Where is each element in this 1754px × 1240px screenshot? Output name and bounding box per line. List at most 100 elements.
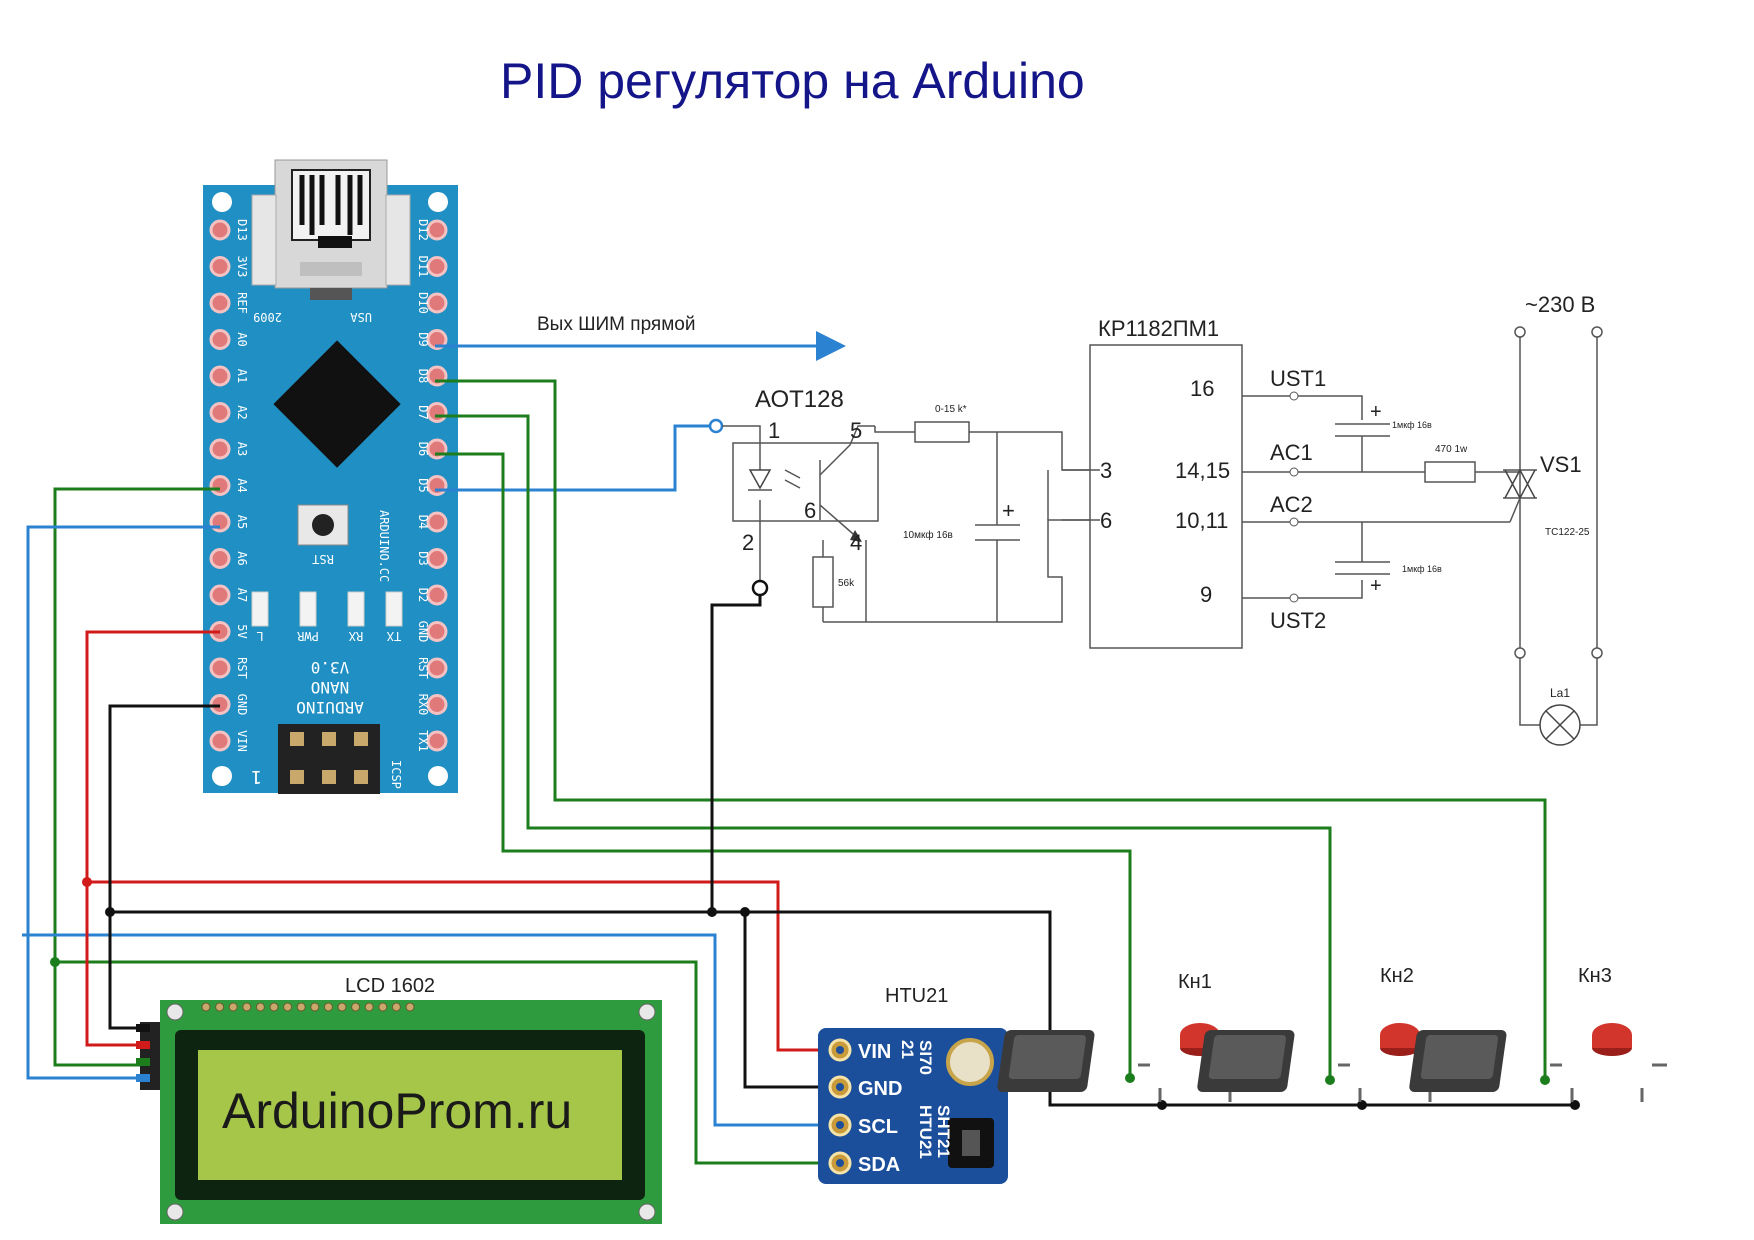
nano-pin-right-rx0 [426,694,448,715]
button-kn1[interactable]: Кн1 [997,971,1255,1102]
nano-pin-label-left-a2: A2 [235,405,249,419]
led-rx [347,591,365,627]
nano-pin-label-right-gnd: GND [416,621,430,643]
nano-pin-label-left-a1: A1 [235,369,249,383]
wire-d7-kn2 [435,414,1332,1080]
lcd-header-pin [283,1002,293,1012]
lamp-label: La1 [1550,686,1570,700]
nano-pin-label-right-d3: D3 [416,551,430,565]
nano-pin-headers: D133V3REFA0A1A2A3A4A5A6A75VRSTGNDVIND12D… [209,219,448,752]
diagram-title: PID регулятор на Arduino [500,53,1085,109]
nano-pin-label-left-a4: A4 [235,478,249,492]
nano-pin-label-right-rst: RST [416,657,430,679]
led-l [251,591,269,627]
cap-10u-label: 10мкф 16в [903,529,953,541]
nano-pin-label-left-d13: D13 [235,219,249,241]
htu21-sensor: HTU21 VIN GND SCL SDA SI70 21 SHT21 HTU2… [818,985,1008,1184]
cap-1u-bot-plus: + [1370,575,1382,597]
led-label-rx: RX [348,629,363,643]
wire-a5-sensor-scl [22,933,833,1127]
lcd-header-pin [364,1002,374,1012]
sensor-label: HTU21 [885,985,948,1007]
wire-gnd-lcd [108,704,220,1030]
nano-pin-left-vin [209,730,231,752]
nano-pin-label-left-a5: A5 [235,515,249,529]
nano-pin-label-right-d8: D8 [416,369,430,383]
lamp-la1 [1539,704,1581,746]
junction-gnd-1 [105,907,115,917]
driver-ic-label: КР1182ПМ1 [1098,316,1219,341]
wire-a5-lcd-scl [26,525,220,1080]
junction-gnd-kn1 [1157,1100,1167,1110]
resistor-470-label: 470 1w [1435,444,1468,455]
nano-pin-left-ref [209,292,231,314]
nano-pin-left-a4 [209,475,231,496]
nano-pin-right-d3 [426,548,448,569]
nano-pin-left-a2 [209,402,231,423]
nano-pin-label-right-rx0: RX0 [416,694,430,716]
nano-pin-label-left-5v: 5V [235,624,249,638]
kn1-pin-dot [1125,1073,1135,1083]
cap-10u-plus: + [1002,498,1015,523]
wire-a4-sensor-sda [55,960,833,1165]
lcd-header-pin [337,1002,347,1012]
reset-button[interactable] [297,504,349,546]
junction-gnd-kn3 [1570,1100,1580,1110]
cap-1u-top-label: 1мкф 16в [1392,420,1432,430]
nano-pin-left-3v3 [209,256,231,277]
opto-pin-6: 6 [804,498,816,523]
arduino-nano-board: 2009 USA RST L PWR RX TX ARDUINO.CC V3.0… [203,159,458,794]
wire-gnd-buttons [110,910,1575,1107]
lcd-header-pin [242,1002,252,1012]
nano-pin-left-a1 [209,365,231,387]
nano-pin-right-gnd [426,621,448,642]
button-kn2-label: Кн2 [1380,965,1414,987]
ic-pin-6: 6 [1100,508,1112,533]
resistor-0-15k [914,421,970,443]
lcd-header-pin [201,1002,211,1012]
ic-ac2: AC2 [1270,492,1313,517]
nano-pin-label-left-a6: A6 [235,551,249,565]
ic-pin-3: 3 [1100,458,1112,483]
nano-pin-label-right-d11: D11 [416,256,430,278]
ic-pin-10-11: 10,11 [1175,508,1228,533]
nano-pin-label-right-d2: D2 [416,588,430,602]
lcd-header-pin [391,1002,401,1012]
resistor-56k [812,556,834,608]
nano-pin-left-a6 [209,548,231,569]
lcd-header-pin [310,1002,320,1012]
junction-gnd-3 [740,907,750,917]
junction-sda [50,957,60,967]
led-label-pwr: PWR [296,629,318,643]
lcd-label: LCD 1602 [345,975,435,997]
button-kn2[interactable]: Кн2 [1197,965,1455,1102]
junction-5v [82,877,92,887]
led-tx [385,591,403,627]
mains-label: ~230 В [1525,292,1595,317]
button-kn3[interactable]: Кн3 [1409,965,1667,1102]
cap-1u-top-plus: + [1370,401,1382,423]
nano-pin-right-d4 [426,511,448,533]
cap-1u-bot-label: 1мкф 16в [1402,564,1442,574]
nano-pin-label-right-tx1: TX1 [416,730,430,752]
lcd-header-pin [405,1002,415,1012]
nano-pin-label-right-d4: D4 [416,515,430,529]
nano-pin-label-right-d6: D6 [416,442,430,456]
nano-pin-left-a7 [209,584,231,606]
nano-pin-left-a0 [209,329,231,350]
sensor-text-sht21: SHT21 [934,1105,953,1158]
wire-d5-opto [435,424,716,492]
junction-gnd-2 [707,907,717,917]
triac-label: VS1 [1540,452,1582,477]
nano-pin-label-left-a7: A7 [235,588,249,602]
nano-pin-label-left-3v3: 3V3 [235,256,249,278]
reset-label: RST [312,552,334,566]
resistor-470 [1424,461,1476,483]
nano-pin-left-d13 [209,219,231,241]
nano-pin-label-left-vin: VIN [235,730,249,752]
icsp-header [278,724,380,794]
nano-pin-label-left-ref: REF [235,292,249,314]
led-label-l: L [256,629,263,643]
lcd-header-pin [351,1002,361,1012]
optocoupler-label: АОТ128 [755,386,844,413]
